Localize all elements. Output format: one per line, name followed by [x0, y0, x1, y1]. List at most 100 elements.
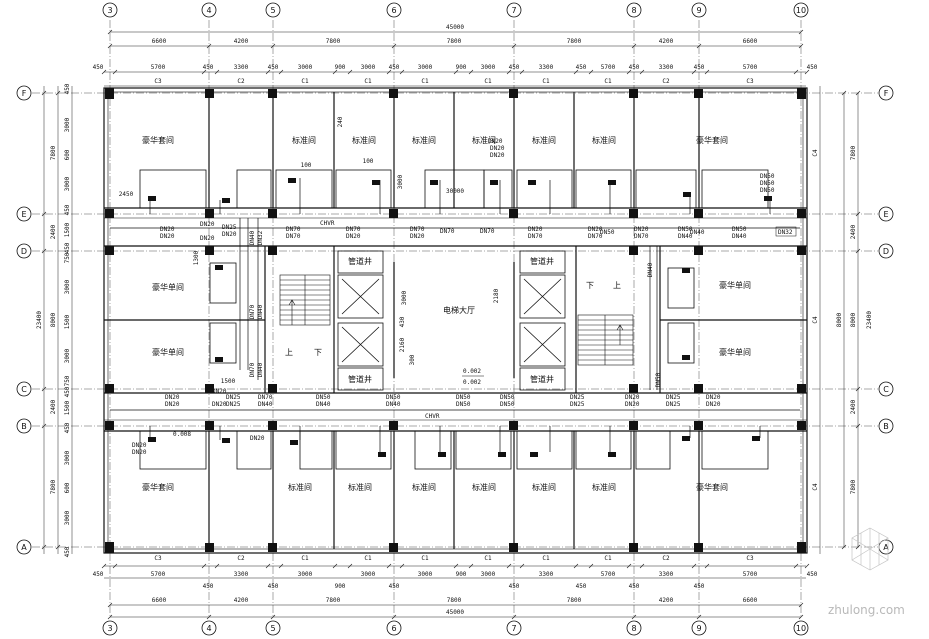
- room-labels: 豪华套间 标准间 标准间 标准间 标准间 标准间 标准间 豪华套间 豪华单间 豪…: [142, 135, 751, 492]
- pipe-label: DN20: [165, 394, 180, 401]
- room-luxury-suite: 豪华套间: [142, 482, 174, 492]
- dim-detail: 3300: [539, 64, 554, 71]
- room-standard: 标准间: [412, 482, 436, 492]
- pipe-label: DN40: [690, 229, 705, 236]
- axis-label: 8: [631, 6, 636, 15]
- pipe-label: DN20: [634, 226, 649, 233]
- dim-detail: 1500: [64, 314, 71, 329]
- dim-detail: 3000: [64, 348, 71, 363]
- dim-bay: 4200: [659, 597, 674, 604]
- pipe-label: DN32: [257, 230, 264, 245]
- dim-bay: 4200: [234, 38, 249, 45]
- dim-detail: 3000: [64, 176, 71, 191]
- dim-detail: 5700: [601, 571, 616, 578]
- dim-detail: 450: [64, 83, 71, 94]
- dim-detail: 900: [456, 571, 467, 578]
- pipe-label: DN40: [647, 262, 654, 277]
- pipe-label: DN50: [760, 187, 775, 194]
- axis-label: E: [883, 210, 888, 219]
- dim-detail: 450: [509, 64, 520, 71]
- dim-detail: 450: [203, 583, 214, 590]
- dim-seg: 7800: [50, 145, 57, 160]
- axis-label: 7: [511, 6, 516, 15]
- axis-label: 10: [796, 6, 806, 15]
- dim-detail: 450: [389, 583, 400, 590]
- pipe-label: DN25: [226, 401, 241, 408]
- dim-seg: 8000: [850, 312, 857, 327]
- axis-label: A: [883, 543, 889, 552]
- pipe-label: DN70: [249, 304, 256, 319]
- dim-detail: 450: [268, 583, 279, 590]
- top-dimensions: 45000 6600 4200 7800 7800 7800 4200 6600…: [93, 24, 818, 85]
- dim-inner: 240: [337, 116, 344, 127]
- dim-bay: 6600: [152, 38, 167, 45]
- room-luxury-single: 豪华单间: [152, 282, 184, 292]
- dim-detail: 3300: [659, 64, 674, 71]
- dim-bay: 7800: [447, 597, 462, 604]
- marker-label: DN32: [778, 229, 793, 236]
- axis-label: B: [21, 422, 27, 431]
- dim-detail: 600: [64, 482, 71, 493]
- dim-detail: 450: [268, 64, 279, 71]
- pipe-label: DN20: [625, 401, 640, 408]
- pipe-label: DN50: [500, 394, 515, 401]
- room-elevator-hall: 电梯大厅: [443, 305, 475, 315]
- dim-detail: 1500: [64, 222, 71, 237]
- dim-bay: 6600: [152, 597, 167, 604]
- dim-total: 23400: [866, 311, 873, 329]
- axis-labels: 3 4 5 6 7 8 9 10 3 4 5 6 7 8 9 10 F E D …: [21, 6, 889, 633]
- pipe-label: DN20: [160, 226, 175, 233]
- dim-detail: 450: [694, 583, 705, 590]
- pipe-label: DN25: [570, 401, 585, 408]
- pipe-label: DN20: [488, 138, 503, 145]
- window-tag: C1: [301, 78, 309, 85]
- bathrooms-bottom: [139, 430, 769, 470]
- window-tag: C1: [484, 555, 492, 562]
- pipe-label: DN50: [456, 401, 471, 408]
- window-tag: C1: [542, 78, 550, 85]
- axis-label: 5: [270, 624, 275, 633]
- room-standard: 标准间: [412, 135, 436, 145]
- axis-label: 9: [696, 624, 701, 633]
- pipe-label: DN50: [316, 394, 331, 401]
- dim-inner: 300: [409, 354, 416, 365]
- axis-label: 10: [796, 624, 806, 633]
- pipe-label: DN20: [706, 401, 721, 408]
- dim-detail: 450: [64, 204, 71, 215]
- dim-seg: 2400: [50, 399, 57, 414]
- pipe-label: DN50: [386, 394, 401, 401]
- pipe-label: DN20: [410, 233, 425, 240]
- dim-detail: 450: [64, 546, 71, 557]
- dim-detail: 3000: [64, 117, 71, 132]
- dim-detail: 450: [629, 64, 640, 71]
- pipe-label: DN40: [678, 233, 693, 240]
- room-standard: 标准间: [532, 135, 556, 145]
- pipe-label: DN25: [570, 394, 585, 401]
- dim-inner: 1300: [193, 250, 200, 265]
- room-luxury-single: 豪华单间: [719, 347, 751, 357]
- axis-label: 6: [391, 6, 396, 15]
- dim-detail: 3000: [481, 64, 496, 71]
- dim-detail: 3000: [64, 450, 71, 465]
- dim-bay: 4200: [234, 597, 249, 604]
- dim-detail: 450: [93, 571, 104, 578]
- level-value: 0.008: [173, 431, 191, 438]
- window-tag: C1: [484, 78, 492, 85]
- pipe-label: DN50: [456, 394, 471, 401]
- dim-inner: 3000: [397, 174, 404, 189]
- window-tag: C3: [154, 555, 162, 562]
- dim-detail: 5700: [151, 64, 166, 71]
- watermark-text: zhulong.com: [828, 603, 905, 617]
- room-standard: 标准间: [352, 135, 376, 145]
- dim-detail: 3000: [361, 571, 376, 578]
- dim-detail: 450: [64, 422, 71, 433]
- stairs: [279, 274, 634, 366]
- pipe-label: DN20: [250, 435, 265, 442]
- dim-seg: 7800: [50, 479, 57, 494]
- room-luxury-single: 豪华单间: [152, 347, 184, 357]
- dim-seg: 2400: [850, 399, 857, 414]
- dim-detail: 1500: [64, 400, 71, 415]
- axis-label: 5: [270, 6, 275, 15]
- dim-detail: 450: [576, 64, 587, 71]
